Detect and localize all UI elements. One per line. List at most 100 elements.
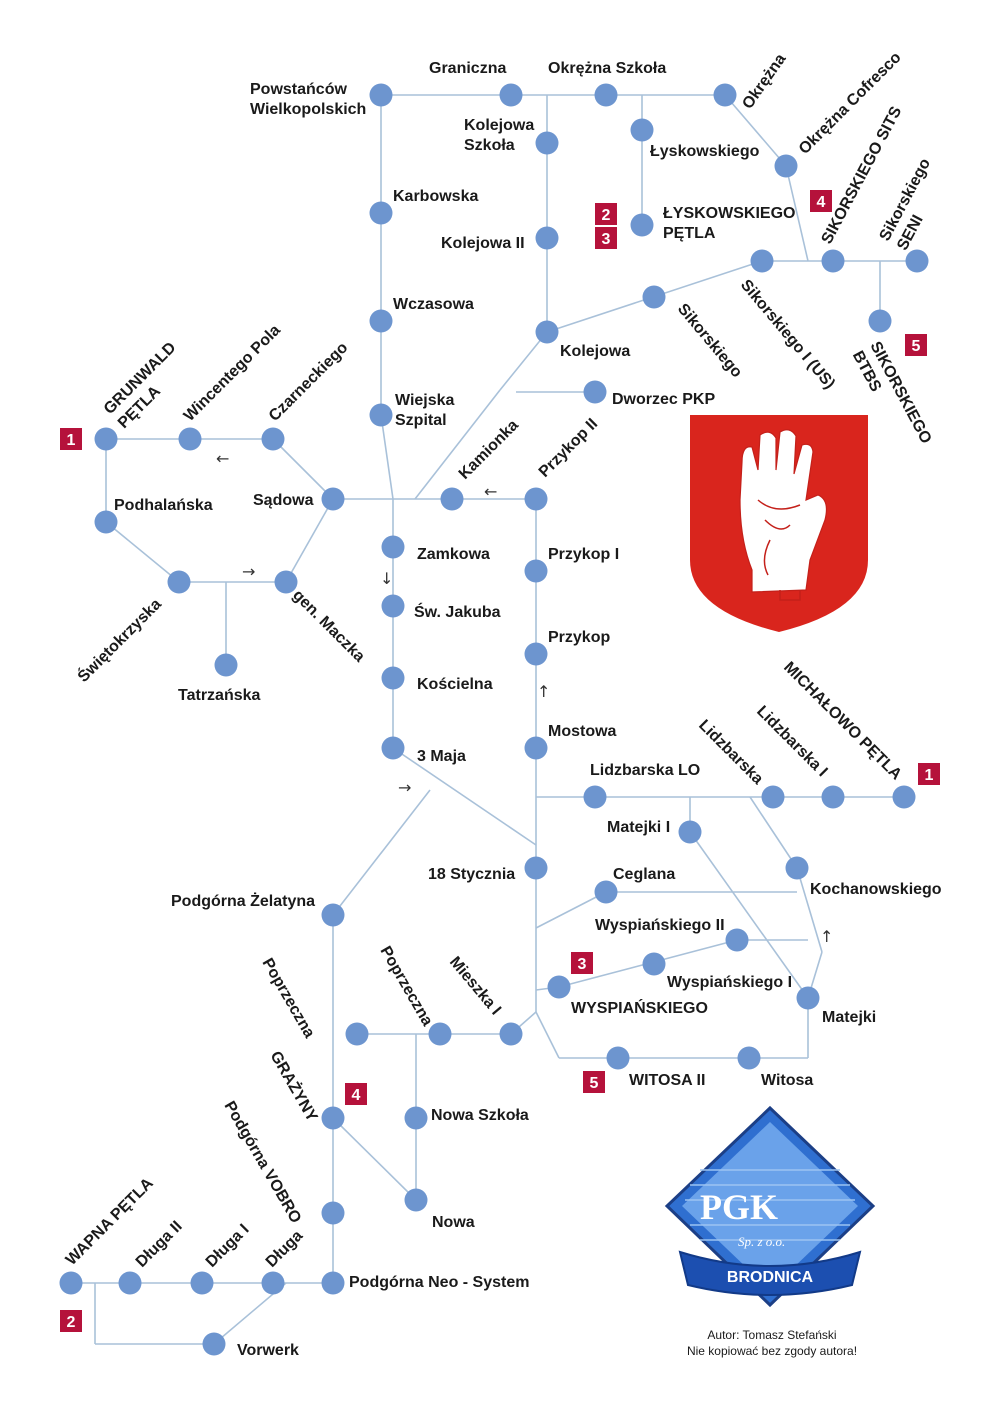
stop-label: Przykop: [548, 629, 610, 646]
stop-label: Wczasowa: [393, 296, 474, 313]
line-badge[interactable]: 1: [918, 763, 940, 785]
stop-marker[interactable]: [321, 487, 345, 511]
stop-marker[interactable]: [821, 785, 845, 809]
stop-marker[interactable]: [369, 83, 393, 107]
stop-marker[interactable]: [524, 736, 548, 760]
stop-marker[interactable]: [261, 427, 285, 451]
stop-marker[interactable]: [774, 154, 798, 178]
stop-marker[interactable]: [499, 83, 523, 107]
stop-marker[interactable]: [750, 249, 774, 273]
stop-marker[interactable]: [214, 653, 238, 677]
stop-marker[interactable]: [381, 666, 405, 690]
stop-marker[interactable]: [190, 1271, 214, 1295]
stop-marker[interactable]: [524, 856, 548, 880]
direction-arrow-icon: →: [398, 778, 411, 797]
stop-marker[interactable]: [321, 1106, 345, 1130]
stop-marker[interactable]: [535, 226, 559, 250]
stop-marker[interactable]: [118, 1271, 142, 1295]
stop-label: Kolejowa II: [441, 235, 525, 252]
stop-label: Długa I: [203, 1221, 253, 1271]
stop-label: Sikorskiego I (US): [737, 277, 838, 393]
stop-marker[interactable]: [630, 213, 654, 237]
stop-marker[interactable]: [630, 118, 654, 142]
direction-arrow-icon: ↓: [380, 569, 393, 588]
stop-marker[interactable]: [678, 820, 702, 844]
stop-label: WYSPIAŃSKIEGO: [571, 998, 708, 1017]
stop-marker[interactable]: [94, 510, 118, 534]
svg-text:5: 5: [912, 338, 921, 355]
direction-arrow-icon: ←: [484, 482, 497, 501]
stop-marker[interactable]: [321, 1201, 345, 1225]
stop-label: 3 Maja: [417, 748, 466, 765]
line-badge[interactable]: 2: [595, 203, 617, 225]
stop-marker[interactable]: [369, 201, 393, 225]
stop-marker[interactable]: [868, 309, 892, 333]
stop-marker[interactable]: [785, 856, 809, 880]
stop-marker[interactable]: [202, 1332, 226, 1356]
stop-marker[interactable]: [583, 380, 607, 404]
line-badge[interactable]: 4: [345, 1083, 367, 1105]
stop-marker[interactable]: [761, 785, 785, 809]
stop-label: Łyskowskiego: [650, 143, 760, 160]
stop-label: Kamionka: [456, 417, 522, 483]
stop-marker[interactable]: [369, 403, 393, 427]
stop-marker[interactable]: [404, 1106, 428, 1130]
stop-marker[interactable]: [524, 487, 548, 511]
stop-marker[interactable]: [524, 559, 548, 583]
stop-marker[interactable]: [821, 249, 845, 273]
line-badge[interactable]: 2: [60, 1310, 82, 1332]
stop-label: Mieszka I: [446, 954, 504, 1019]
svg-text:2: 2: [602, 207, 611, 224]
stop-marker[interactable]: [594, 83, 618, 107]
stop-marker[interactable]: [261, 1271, 285, 1295]
stop-marker[interactable]: [440, 487, 464, 511]
stop-marker[interactable]: [535, 131, 559, 155]
line-badge[interactable]: 3: [595, 227, 617, 249]
stop-marker[interactable]: [713, 83, 737, 107]
stop-marker[interactable]: [178, 427, 202, 451]
stop-marker[interactable]: [905, 249, 929, 273]
line-badge[interactable]: 4: [810, 190, 832, 212]
stop-marker[interactable]: [535, 320, 559, 344]
stop-marker[interactable]: [369, 309, 393, 333]
stop-marker[interactable]: [404, 1188, 428, 1212]
svg-text:PGK: PGK: [700, 1187, 778, 1227]
stop-marker[interactable]: [428, 1022, 452, 1046]
stop-marker[interactable]: [725, 928, 749, 952]
stop-marker[interactable]: [381, 535, 405, 559]
line-badge[interactable]: 3: [571, 952, 593, 974]
stop-label: Mostowa: [548, 723, 617, 740]
stop-marker[interactable]: [737, 1046, 761, 1070]
stop-marker[interactable]: [606, 1046, 630, 1070]
stop-marker[interactable]: [642, 952, 666, 976]
stop-marker[interactable]: [321, 903, 345, 927]
line-badge[interactable]: 5: [583, 1071, 605, 1093]
stop-marker[interactable]: [547, 975, 571, 999]
stop-marker[interactable]: [642, 285, 666, 309]
stop-marker[interactable]: [892, 785, 916, 809]
stop-marker[interactable]: [583, 785, 607, 809]
svg-text:3: 3: [578, 956, 587, 973]
line-badge[interactable]: 5: [905, 334, 927, 356]
coat-of-arms-hand-icon: [690, 415, 868, 632]
stop-marker[interactable]: [274, 570, 298, 594]
stop-marker[interactable]: [321, 1271, 345, 1295]
stop-marker[interactable]: [381, 736, 405, 760]
stop-marker[interactable]: [796, 986, 820, 1010]
direction-arrow-icon: →: [242, 562, 255, 581]
stop-marker[interactable]: [94, 427, 118, 451]
stop-marker[interactable]: [59, 1271, 83, 1295]
stop-marker[interactable]: [499, 1022, 523, 1046]
stop-marker[interactable]: [594, 880, 618, 904]
stop-marker[interactable]: [345, 1022, 369, 1046]
stop-marker[interactable]: [167, 570, 191, 594]
stop-label: 18 Stycznia: [428, 866, 515, 883]
stop-marker[interactable]: [524, 642, 548, 666]
svg-text:BRODNICA: BRODNICA: [727, 1269, 814, 1286]
stop-label: SikorskiegoSENI: [877, 156, 952, 254]
line-badge[interactable]: 1: [60, 428, 82, 450]
stop-marker[interactable]: [381, 594, 405, 618]
svg-text:Nie kopiować bez zgody autora!: Nie kopiować bez zgody autora!: [687, 1344, 857, 1358]
